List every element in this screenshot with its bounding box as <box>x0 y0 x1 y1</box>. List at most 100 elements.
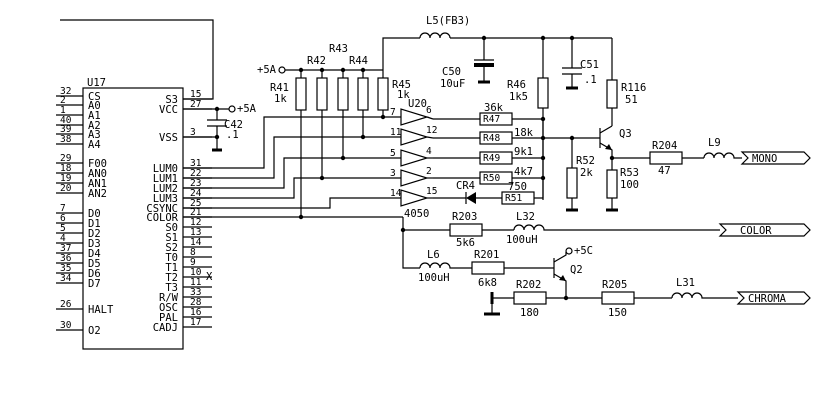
u17-pin-name: COLOR <box>146 212 178 224</box>
u17-pin-number: 7 <box>60 203 66 214</box>
u20-buffer <box>400 108 430 126</box>
u17-pin-number: 27 <box>190 99 201 110</box>
r47-ref: R47 <box>483 114 500 125</box>
r52-ref: R52 <box>576 155 595 167</box>
resistor-r202: R202 180 <box>484 279 566 319</box>
resistor-r50: R50 4k7 <box>433 166 543 185</box>
u20-buffer <box>400 128 430 146</box>
u17-pin-number: 28 <box>190 297 202 308</box>
junction <box>214 106 220 112</box>
u17-pin-number: 2 <box>60 95 66 106</box>
cr4-ref: CR4 <box>456 180 475 192</box>
u17-pin-name: PAL <box>159 312 178 324</box>
u17-pin-number: 23 <box>190 178 201 189</box>
q2-ref: Q2 <box>570 264 583 276</box>
r53-ref: R53 <box>620 167 639 179</box>
l32-ref: L32 <box>516 211 535 223</box>
resistor-r201: R201 6k8 <box>471 249 554 289</box>
u17-pin-number: 25 <box>190 198 201 209</box>
u20-output-pin: 2 <box>426 166 432 177</box>
u20-buffer <box>400 149 430 167</box>
u17-pin-name: R/W <box>159 292 179 304</box>
no-connect-mark: X <box>206 271 213 283</box>
inductor-l5 <box>419 32 451 39</box>
u17-pin-number: 30 <box>60 320 72 331</box>
mono-label: MONO <box>752 153 777 165</box>
r202-value: 180 <box>520 307 539 319</box>
u20-output-pin: 6 <box>426 105 432 116</box>
r46-ref: R46 <box>507 79 526 91</box>
u20-output-line <box>426 136 434 139</box>
u17-pin-name: T2 <box>165 272 178 284</box>
resistor-r51: R51 750 <box>433 119 544 205</box>
r48-ref: R48 <box>483 133 500 144</box>
s3-wire <box>60 19 214 100</box>
u17-pin-number: 33 <box>190 287 201 298</box>
u17-pin-number: 3 <box>190 127 196 138</box>
u17-pin-number: 14 <box>190 237 202 248</box>
resistor-r203: R203 5k6 <box>403 211 514 249</box>
r203-ref: R203 <box>452 211 477 223</box>
l6-value: 100uH <box>418 272 450 284</box>
u17-pin-name: D1 <box>88 218 101 230</box>
r42-ref: R42 <box>307 55 326 67</box>
u17-pin-name: T1 <box>165 262 178 274</box>
resistor-r116: R116 51 <box>606 38 646 126</box>
r41-ref: R41 <box>270 82 289 94</box>
r201-value: 6k8 <box>478 277 497 289</box>
u17-pin-name: A0 <box>88 100 101 112</box>
u17-pin-number: 26 <box>60 299 72 310</box>
r51-value: 750 <box>508 181 527 193</box>
junction <box>214 134 220 140</box>
u17-pin-name: S1 <box>165 232 178 244</box>
u17-pin-number: 32 <box>60 86 71 97</box>
u17-pin-name: D0 <box>88 208 101 220</box>
u17-pin-number: 17 <box>190 317 201 328</box>
u20-input-pin: 3 <box>390 168 396 179</box>
c51-value: .1 <box>584 74 597 86</box>
u17-pin-name: AN2 <box>88 188 107 200</box>
resistor-r52: R52 2k <box>566 138 595 212</box>
u17-pin-number: 31 <box>190 158 202 169</box>
u17-pin-number: 9 <box>190 257 196 268</box>
l6-ref: L6 <box>427 249 440 261</box>
lum2-wire <box>183 157 401 189</box>
u17-pin-number: 15 <box>190 89 201 100</box>
u17-pin-name: A3 <box>88 129 101 141</box>
u17-pin-number: 12 <box>190 217 201 228</box>
c42-ref: C42 <box>224 119 243 131</box>
u17-pin-name: OSC <box>159 302 178 314</box>
u17-pin-number: 10 <box>190 267 202 278</box>
resistor-r43: R43 <box>329 43 349 158</box>
l31-ref: L31 <box>676 277 695 289</box>
resistor-r47: R47 36k <box>433 102 543 126</box>
u17-pin-name: A2 <box>88 120 101 132</box>
u17-pin-number: 38 <box>60 134 72 145</box>
resistor-r49: R49 9k1 <box>433 146 543 165</box>
u20-buffer <box>400 169 430 187</box>
l32-value: 100uH <box>506 234 538 246</box>
r43-ref: R43 <box>329 43 348 55</box>
u20-input-pin: 7 <box>390 107 396 118</box>
u17-pin-name: F00 <box>88 158 107 170</box>
u17-pin-number: 29 <box>60 153 72 164</box>
u20-ref: U20 <box>408 98 427 110</box>
color-label: COLOR <box>740 225 772 237</box>
u17-pin-name: VCC <box>159 104 178 116</box>
u17-pin-number: 34 <box>60 273 72 284</box>
r48-value: 18k <box>514 127 534 139</box>
transistor-q3: Q3 <box>599 125 632 158</box>
csync-wire <box>183 197 401 209</box>
inductor-l31 <box>671 292 738 299</box>
u17-pin-number: 8 <box>190 247 196 258</box>
u17-pin-name: AN0 <box>88 168 107 180</box>
u17-pin-number: 22 <box>190 168 201 179</box>
u17-pin-number: 16 <box>190 307 202 318</box>
lum0-wire <box>183 116 401 169</box>
c42-symbol <box>207 109 227 150</box>
vcc-terminal <box>228 105 236 113</box>
r45-value: 1k <box>397 89 410 101</box>
